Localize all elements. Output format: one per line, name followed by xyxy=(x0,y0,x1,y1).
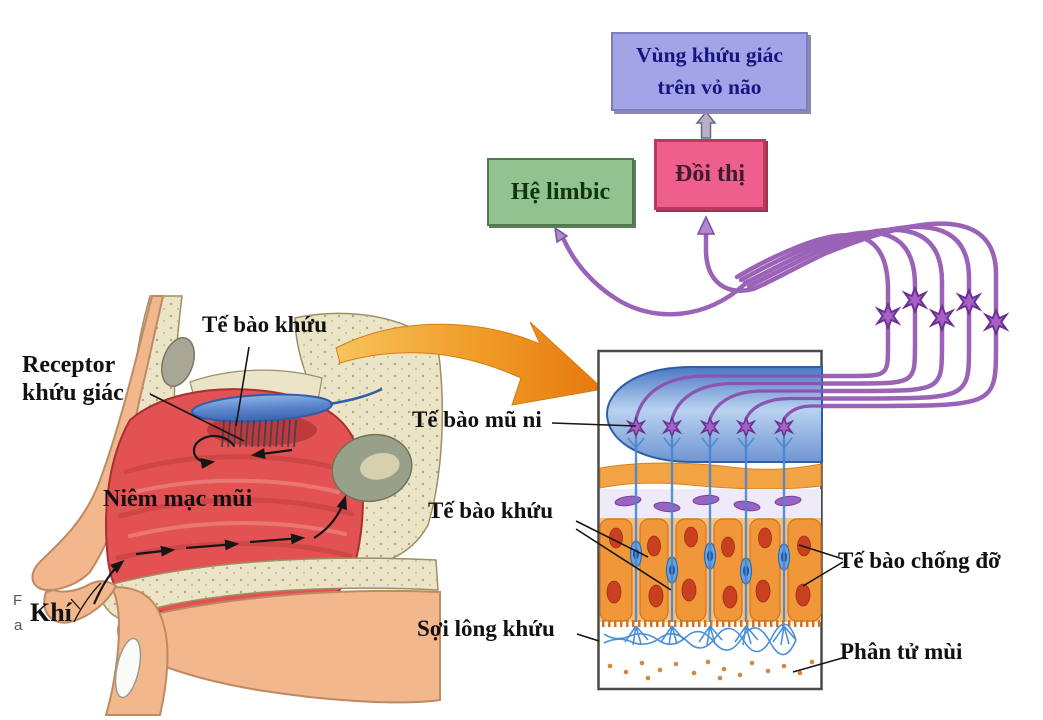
nose-sagittal-illustration xyxy=(31,295,444,716)
corner-mark-a: a xyxy=(14,617,23,634)
limbic-arrowhead-icon xyxy=(554,226,569,244)
odor-molecules xyxy=(607,659,815,681)
limbic-system-box: Hệ limbic xyxy=(487,158,634,226)
corner-mark-f: F xyxy=(13,592,23,609)
thalamus-box-label: Đồi thị xyxy=(674,161,745,187)
epithelium-detail-box xyxy=(597,349,824,691)
to-thalamus-connector xyxy=(703,230,756,293)
mucosa-label: Niêm mạc mũi xyxy=(103,486,253,512)
axon-bundle xyxy=(734,221,999,409)
nose-flesh xyxy=(31,295,164,592)
mitral-cell-label: Tế bào mũ ni xyxy=(412,407,542,432)
cortex-box-label-line1: Vùng khứu giác xyxy=(636,43,783,68)
olfactory-cilia xyxy=(603,623,797,656)
nose-olfactory-cell-label: Tế bào khứu xyxy=(202,312,328,337)
tooth xyxy=(114,637,142,699)
thalamus-arrowhead-icon xyxy=(696,215,716,235)
airflow-arrows xyxy=(92,434,347,605)
receptor-label: Receptor khứu giác xyxy=(22,352,124,407)
flowchart-connectors xyxy=(554,110,756,317)
limbic-box-label: Hệ limbic xyxy=(510,178,611,205)
lower-flesh xyxy=(43,580,441,716)
air-label: Khí xyxy=(30,598,72,627)
supporting-cell-label: Tế bào chống đỡ xyxy=(838,548,1001,573)
olfactory-bulb-nose xyxy=(191,387,383,423)
odor-molecule-label: Phân tử mùi xyxy=(840,639,963,664)
cortex-olfactory-area-box: Vùng khứu giác trên vỏ não xyxy=(611,32,808,111)
mitral-axons xyxy=(634,374,824,421)
neuron-dendrites xyxy=(627,437,793,622)
label-pointer-lines xyxy=(70,346,847,673)
cortex-box-label-line2: trên vỏ não xyxy=(657,74,762,99)
receptor-brush xyxy=(221,419,297,448)
cilia-label: Sợi lông khứu xyxy=(417,616,555,641)
nostril-wing xyxy=(43,580,118,624)
receptor-label-line1: Receptor xyxy=(22,352,116,378)
sinus-cavities xyxy=(161,337,413,503)
thalamus-box: Đồi thị xyxy=(654,139,766,210)
hard-palate-bone xyxy=(97,557,439,619)
to-limbic-connector xyxy=(561,237,748,317)
epithelium-olfactory-cell-label: Tế bào khứu xyxy=(428,498,554,523)
thalamus-to-cortex-arrow-icon xyxy=(695,110,717,139)
receptor-label-line2: khứu giác xyxy=(22,379,124,406)
